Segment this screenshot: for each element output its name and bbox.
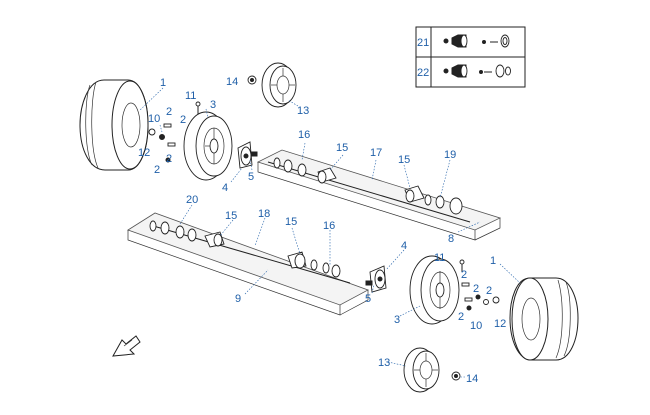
callout-4-lower: 4 — [401, 240, 407, 252]
hub-upper-left — [237, 141, 258, 169]
callout-15-lower-a: 15 — [225, 210, 237, 222]
callout-2-lower-a: 2 — [461, 269, 467, 281]
leader-lines — [139, 87, 521, 378]
callout-15-upper-b: 15 — [398, 154, 410, 166]
callout-12-upper: 12 — [138, 147, 150, 159]
tire-lower-right — [509, 277, 579, 361]
callout-1-lower: 1 — [490, 255, 496, 267]
callout-2-upper-a: 2 — [166, 106, 172, 118]
callout-2-lower-c: 2 — [486, 285, 492, 297]
cap-14-lower — [451, 371, 461, 381]
callout-12-lower: 12 — [494, 318, 506, 330]
driveshaft-assembly-upper — [256, 149, 502, 241]
cv-joint-kit-21 — [443, 34, 510, 48]
callout-14-lower: 14 — [466, 373, 478, 385]
callout-17: 17 — [370, 147, 382, 159]
callout-14-upper: 14 — [226, 76, 238, 88]
callout-2-lower-b: 2 — [473, 283, 479, 295]
callout-2-upper-b: 2 — [180, 114, 186, 126]
callout-22: 22 — [417, 67, 429, 79]
hub-small-parts-upper — [148, 101, 201, 163]
cv-parts-left-lower — [149, 220, 225, 248]
cv-parts-right-lower — [287, 251, 341, 278]
callout-9: 9 — [235, 293, 241, 305]
callout-2-upper-c: 2 — [166, 153, 172, 165]
callout-2-upper-d: 2 — [154, 164, 160, 176]
callout-13-upper: 13 — [297, 105, 309, 117]
callout-20: 20 — [186, 194, 198, 206]
rim-lower-right — [409, 255, 460, 325]
callout-10-upper: 10 — [148, 113, 160, 125]
callout-18: 18 — [258, 208, 270, 220]
callout-8: 8 — [448, 233, 454, 245]
hub-small-parts-lower — [459, 259, 500, 311]
callout-11-upper: 11 — [185, 90, 196, 102]
callout-labels: 1 10 2 2 11 3 12 2 2 4 5 14 13 16 15 17 … — [138, 37, 506, 385]
tire-upper-left — [79, 79, 149, 171]
callout-19: 19 — [444, 149, 456, 161]
callout-13-lower: 13 — [378, 357, 390, 369]
driveshaft-assembly-lower — [127, 212, 369, 316]
spare-rim-upper — [261, 62, 297, 108]
callout-2-lower-d: 2 — [458, 311, 464, 323]
callout-5-upper: 5 — [248, 171, 254, 183]
rim-upper-left — [183, 111, 233, 181]
callout-3-upper: 3 — [210, 99, 216, 111]
callout-21: 21 — [417, 37, 429, 49]
direction-arrow-icon — [112, 335, 141, 357]
cv-joint-kit-22 — [443, 64, 511, 78]
callout-4-upper: 4 — [222, 182, 228, 194]
cv-parts-right-upper — [404, 185, 463, 215]
cv-parts-left-upper — [273, 157, 337, 184]
callout-3-lower: 3 — [394, 314, 400, 326]
spare-rim-lower — [403, 347, 440, 393]
callout-16-upper: 16 — [298, 129, 310, 141]
callout-15-lower-b: 15 — [285, 216, 297, 228]
callout-15-upper-a: 15 — [336, 142, 348, 154]
cap-14-upper — [247, 75, 257, 85]
callout-16-lower: 16 — [323, 220, 335, 232]
hub-lower-right — [365, 265, 387, 293]
kit-legend-box — [415, 26, 526, 88]
callout-10-lower: 10 — [470, 320, 482, 332]
callout-1-upper: 1 — [160, 77, 166, 89]
callout-11-lower: 11 — [434, 252, 445, 264]
callout-5-lower: 5 — [365, 293, 371, 305]
